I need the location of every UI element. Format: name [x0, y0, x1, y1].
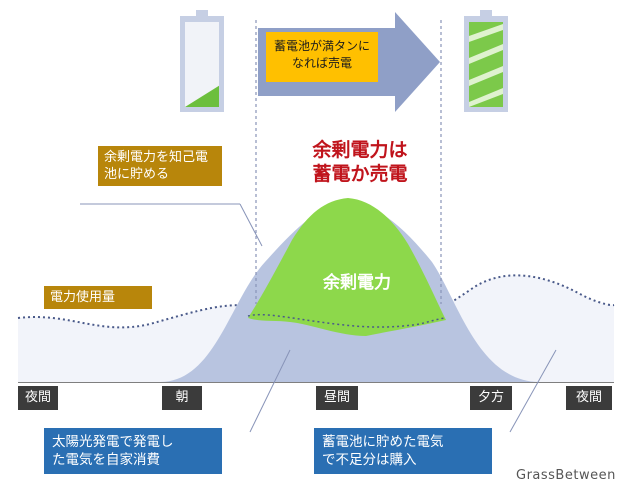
battery-buy-label: 蓄電池に貯めた電気 で不足分は購入: [314, 428, 492, 474]
time-morning: 朝: [162, 386, 202, 410]
leader-store-diag: [239, 203, 263, 247]
surplus-power-label: 余剰電力: [323, 273, 391, 293]
arrow-note-line1: 蓄電池が満タンに: [273, 39, 370, 53]
battery-buy-line1: 蓄電池に貯めた電気: [322, 434, 444, 450]
power-usage-label: 電力使用量: [44, 286, 152, 309]
solar-self-use-line2: た電気を自家消費: [52, 452, 160, 468]
store-surplus-line2: 池に貯める: [104, 167, 170, 182]
battery-full-icon: [464, 10, 508, 112]
time-evening: 夕方: [470, 386, 512, 410]
store-surplus-label: 余剰電力を知己電 池に貯める: [98, 146, 222, 186]
time-night-right: 夜間: [566, 386, 612, 410]
surplus-area: [248, 198, 446, 336]
usage-curve-overlay: [247, 313, 447, 328]
leader-solar: [249, 349, 291, 433]
headline-line1: 余剰電力は: [312, 139, 408, 161]
arrow-note-line2: なれば売電: [291, 56, 352, 70]
arrow-note: 蓄電池が満タンに なれば売電: [268, 38, 376, 72]
time-night-left: 夜間: [18, 386, 58, 410]
arrow-note-box: [266, 32, 378, 82]
leader-battery: [509, 349, 557, 433]
headline-line2: 蓄電か売電: [312, 163, 408, 185]
solar-self-use-line1: 太陽光発電で発電し: [52, 434, 174, 450]
battery-buy-line2: で不足分は購入: [322, 452, 417, 468]
battery-low-icon: [180, 10, 224, 112]
watermark: GrassBetween: [516, 468, 616, 483]
store-surplus-line1: 余剰電力を知己電: [104, 150, 209, 165]
solar-self-use-label: 太陽光発電で発電し た電気を自家消費: [44, 428, 222, 474]
headline: 余剰電力は 蓄電か売電: [290, 138, 430, 186]
time-noon: 昼間: [316, 386, 358, 410]
